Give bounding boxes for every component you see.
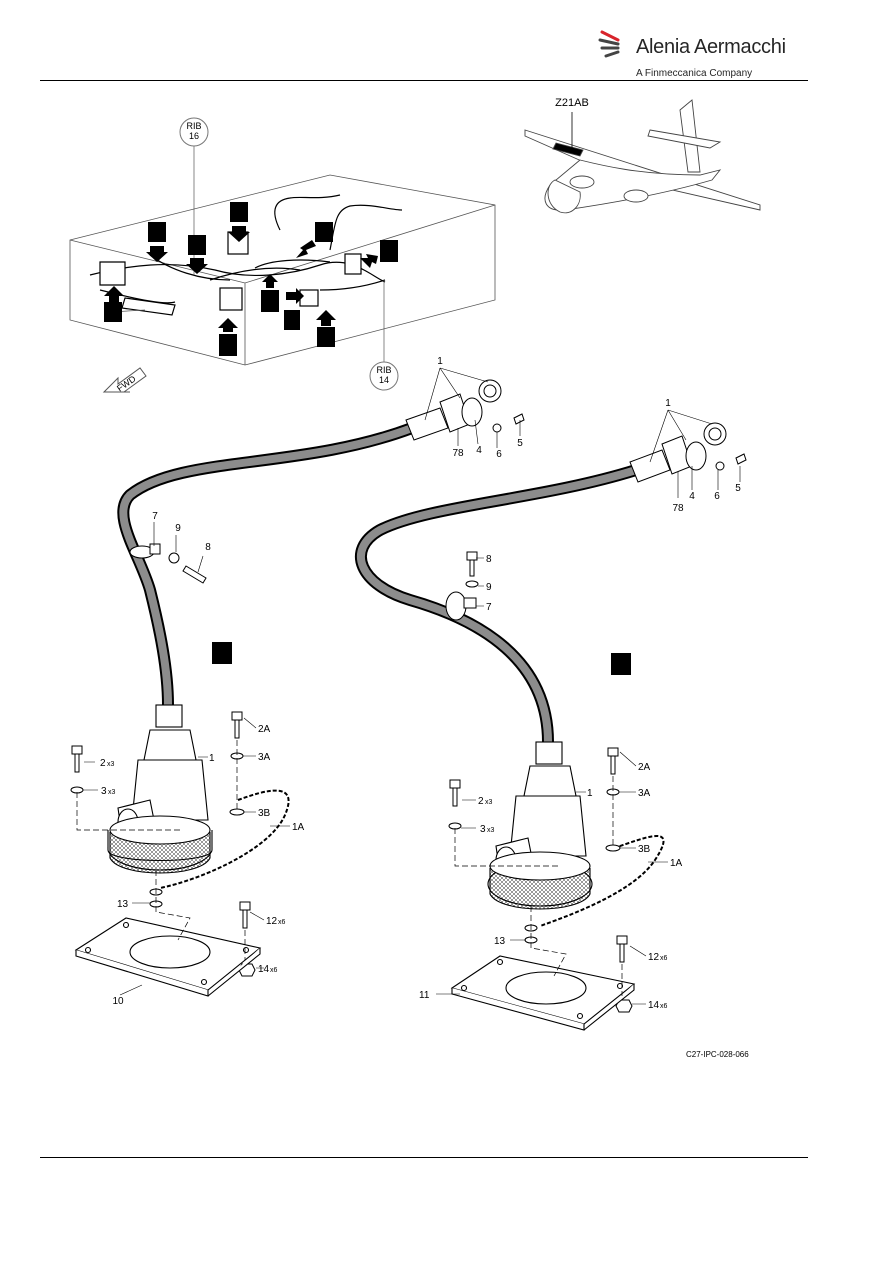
- callout-b-8: 8: [486, 554, 492, 565]
- svg-text:D: D: [287, 312, 297, 328]
- svg-text:H: H: [108, 305, 118, 321]
- forward-arrow-icon: FWD: [102, 367, 147, 394]
- header-rule: [40, 80, 808, 81]
- brand-subtitle: A Finmeccanica Company: [636, 68, 753, 79]
- footer-rule: [40, 1157, 808, 1158]
- callout-b-11: 11: [419, 990, 430, 1001]
- callout-a-4: 4: [476, 445, 482, 456]
- svg-text:I: I: [226, 338, 230, 354]
- callout-b-2a: 2A: [638, 762, 651, 773]
- callout-a-6: 6: [496, 449, 502, 460]
- callout-a-2: 2: [100, 758, 106, 769]
- callout-a-78: 78: [452, 448, 464, 459]
- callout-a-8: 8: [205, 542, 211, 553]
- detail-a-assembly: [70, 379, 525, 997]
- zone-label: Z21AB: [555, 97, 589, 109]
- callout-b-3a: 3A: [638, 788, 651, 799]
- callout-b-12: 12: [648, 952, 660, 963]
- callout-b-1a: 1A: [670, 858, 683, 869]
- view-marker-e: E: [228, 202, 250, 242]
- callout-b-9: 9: [486, 582, 492, 593]
- callout-b-7: 7: [486, 602, 492, 613]
- callout-a-1-top: 1: [437, 356, 443, 367]
- callout-b-14: 14: [648, 1000, 660, 1011]
- callout-b-2-qty: x3: [485, 799, 493, 806]
- callout-a-14: 14: [258, 964, 270, 975]
- locator-view: [69, 174, 496, 366]
- svg-text:C: C: [265, 293, 275, 309]
- callout-a-12-qty: x6: [278, 919, 286, 926]
- view-marker-i: I: [218, 318, 238, 356]
- brand-name: Alenia Aermacchi: [636, 36, 786, 58]
- svg-text:16: 16: [189, 131, 199, 141]
- svg-text:E: E: [234, 205, 243, 221]
- callout-b-12-qty: x6: [660, 955, 668, 962]
- callout-b-13: 13: [494, 936, 506, 947]
- view-marker-d: D: [284, 288, 304, 330]
- callout-a-1: 1: [209, 753, 215, 764]
- callouts-detail-a: [83, 367, 521, 996]
- detail-b-assembly: [355, 422, 747, 1031]
- callout-a-3a: 3A: [258, 752, 271, 763]
- view-marker-c: C: [261, 274, 279, 312]
- callout-a-1a: 1A: [292, 822, 305, 833]
- callout-b-3b: 3B: [638, 844, 651, 855]
- callout-b-6: 6: [714, 491, 720, 502]
- callouts-detail-b: [436, 409, 741, 1005]
- callout-a-3: 3: [101, 786, 107, 797]
- svg-text:J: J: [193, 238, 201, 254]
- callout-b-5: 5: [735, 483, 741, 494]
- view-marker-f: F: [316, 310, 336, 347]
- callout-a-5: 5: [517, 438, 523, 449]
- rib-16-label: RIB 16: [179, 117, 209, 147]
- aircraft-icon: [524, 99, 761, 214]
- logo-swoosh-icon: [598, 30, 620, 58]
- callout-b-78: 78: [672, 503, 684, 514]
- callout-b-14-qty: x6: [660, 1003, 668, 1010]
- svg-text:G: G: [152, 225, 163, 241]
- callout-a-13: 13: [117, 899, 129, 910]
- callout-b-3: 3: [480, 824, 486, 835]
- svg-text:RIB: RIB: [186, 121, 201, 131]
- callout-b-3-qty: x3: [487, 827, 495, 834]
- svg-text:A: A: [319, 225, 329, 241]
- callout-a-10: 10: [112, 996, 124, 1007]
- svg-text:B: B: [616, 657, 627, 674]
- callout-a-9: 9: [175, 523, 181, 534]
- locator-components: [89, 194, 403, 316]
- rib-14-label: RIB 14: [369, 361, 399, 391]
- svg-text:F: F: [322, 330, 331, 346]
- callout-b-2: 2: [478, 796, 484, 807]
- callout-b-1: 1: [587, 788, 593, 799]
- callout-a-12: 12: [266, 916, 278, 927]
- callout-a-2-qty: x3: [107, 761, 115, 768]
- detail-b-label: B: [611, 653, 631, 675]
- callout-b-1-top: 1: [665, 398, 671, 409]
- callout-a-7: 7: [152, 511, 158, 522]
- svg-text:RIB: RIB: [376, 365, 391, 375]
- callout-a-2a: 2A: [258, 724, 271, 735]
- callout-b-4: 4: [689, 491, 695, 502]
- svg-text:14: 14: [379, 375, 389, 385]
- view-marker-g: G: [146, 222, 168, 262]
- view-marker-j: J: [186, 235, 208, 274]
- callout-a-3b: 3B: [258, 808, 271, 819]
- svg-text:A: A: [217, 646, 228, 663]
- view-marker-b: B: [360, 240, 398, 268]
- view-marker-h: H: [104, 286, 124, 322]
- svg-text:B: B: [384, 243, 394, 259]
- view-marker-a: A: [296, 222, 333, 258]
- callout-a-14-qty: x6: [270, 967, 278, 974]
- view-letter-markers: E A B G J C: [104, 202, 398, 356]
- detail-a-label: A: [212, 642, 232, 664]
- company-logo: Alenia Aermacchi A Finmeccanica Company: [598, 24, 798, 80]
- figure-code: C27-IPC-028-066: [686, 1050, 749, 1059]
- callout-a-3-qty: x3: [108, 789, 116, 796]
